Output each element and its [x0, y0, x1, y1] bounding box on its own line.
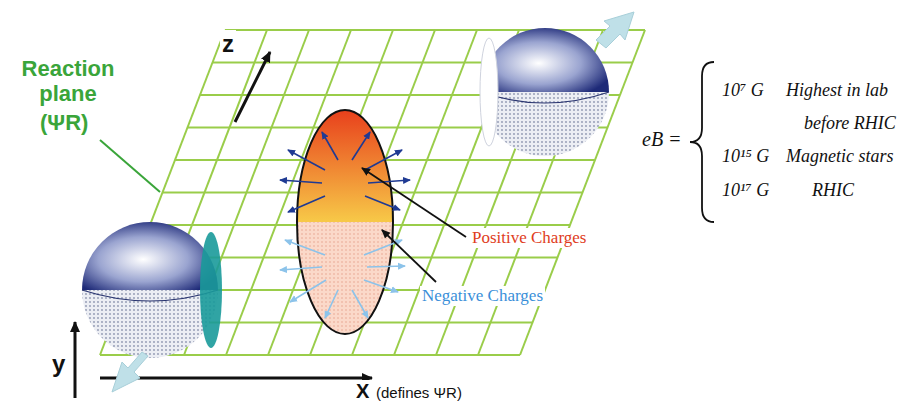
negative-charge-arrows	[280, 240, 405, 318]
fireball-ellipse	[297, 110, 393, 334]
z-axis	[235, 52, 270, 122]
field-value: 10¹⁷ G	[720, 180, 771, 201]
positive-leader	[362, 168, 466, 237]
negative-leader	[382, 230, 436, 282]
field-value: 10⁷ G	[720, 80, 766, 101]
plane-symbol: (ΨR)	[38, 110, 90, 135]
charge-label: Positive Charges	[470, 228, 588, 248]
field-value: 10¹⁵ G	[720, 146, 771, 167]
field-note: RHIC	[810, 180, 856, 201]
right-nucleus	[480, 12, 634, 156]
field-note: before RHIC	[802, 113, 898, 134]
plane-leader	[100, 140, 160, 192]
field-note: Magnetic stars	[784, 146, 896, 167]
positive-charge-arrows	[280, 132, 410, 212]
left-nucleus	[82, 222, 222, 392]
axis-label: X	[354, 380, 371, 403]
brace	[690, 62, 714, 222]
plane-title: Reaction plane	[10, 56, 126, 107]
field-note: Highest in lab	[784, 80, 890, 101]
axis-label: y	[50, 350, 67, 378]
x-axis	[100, 377, 372, 380]
axis-note: (defines ΨR)	[374, 384, 464, 401]
y-axis	[74, 322, 77, 398]
charge-label: Negative Charges	[420, 286, 545, 306]
axis-label: z	[220, 30, 236, 58]
equation-lhs: eB =	[640, 128, 684, 151]
